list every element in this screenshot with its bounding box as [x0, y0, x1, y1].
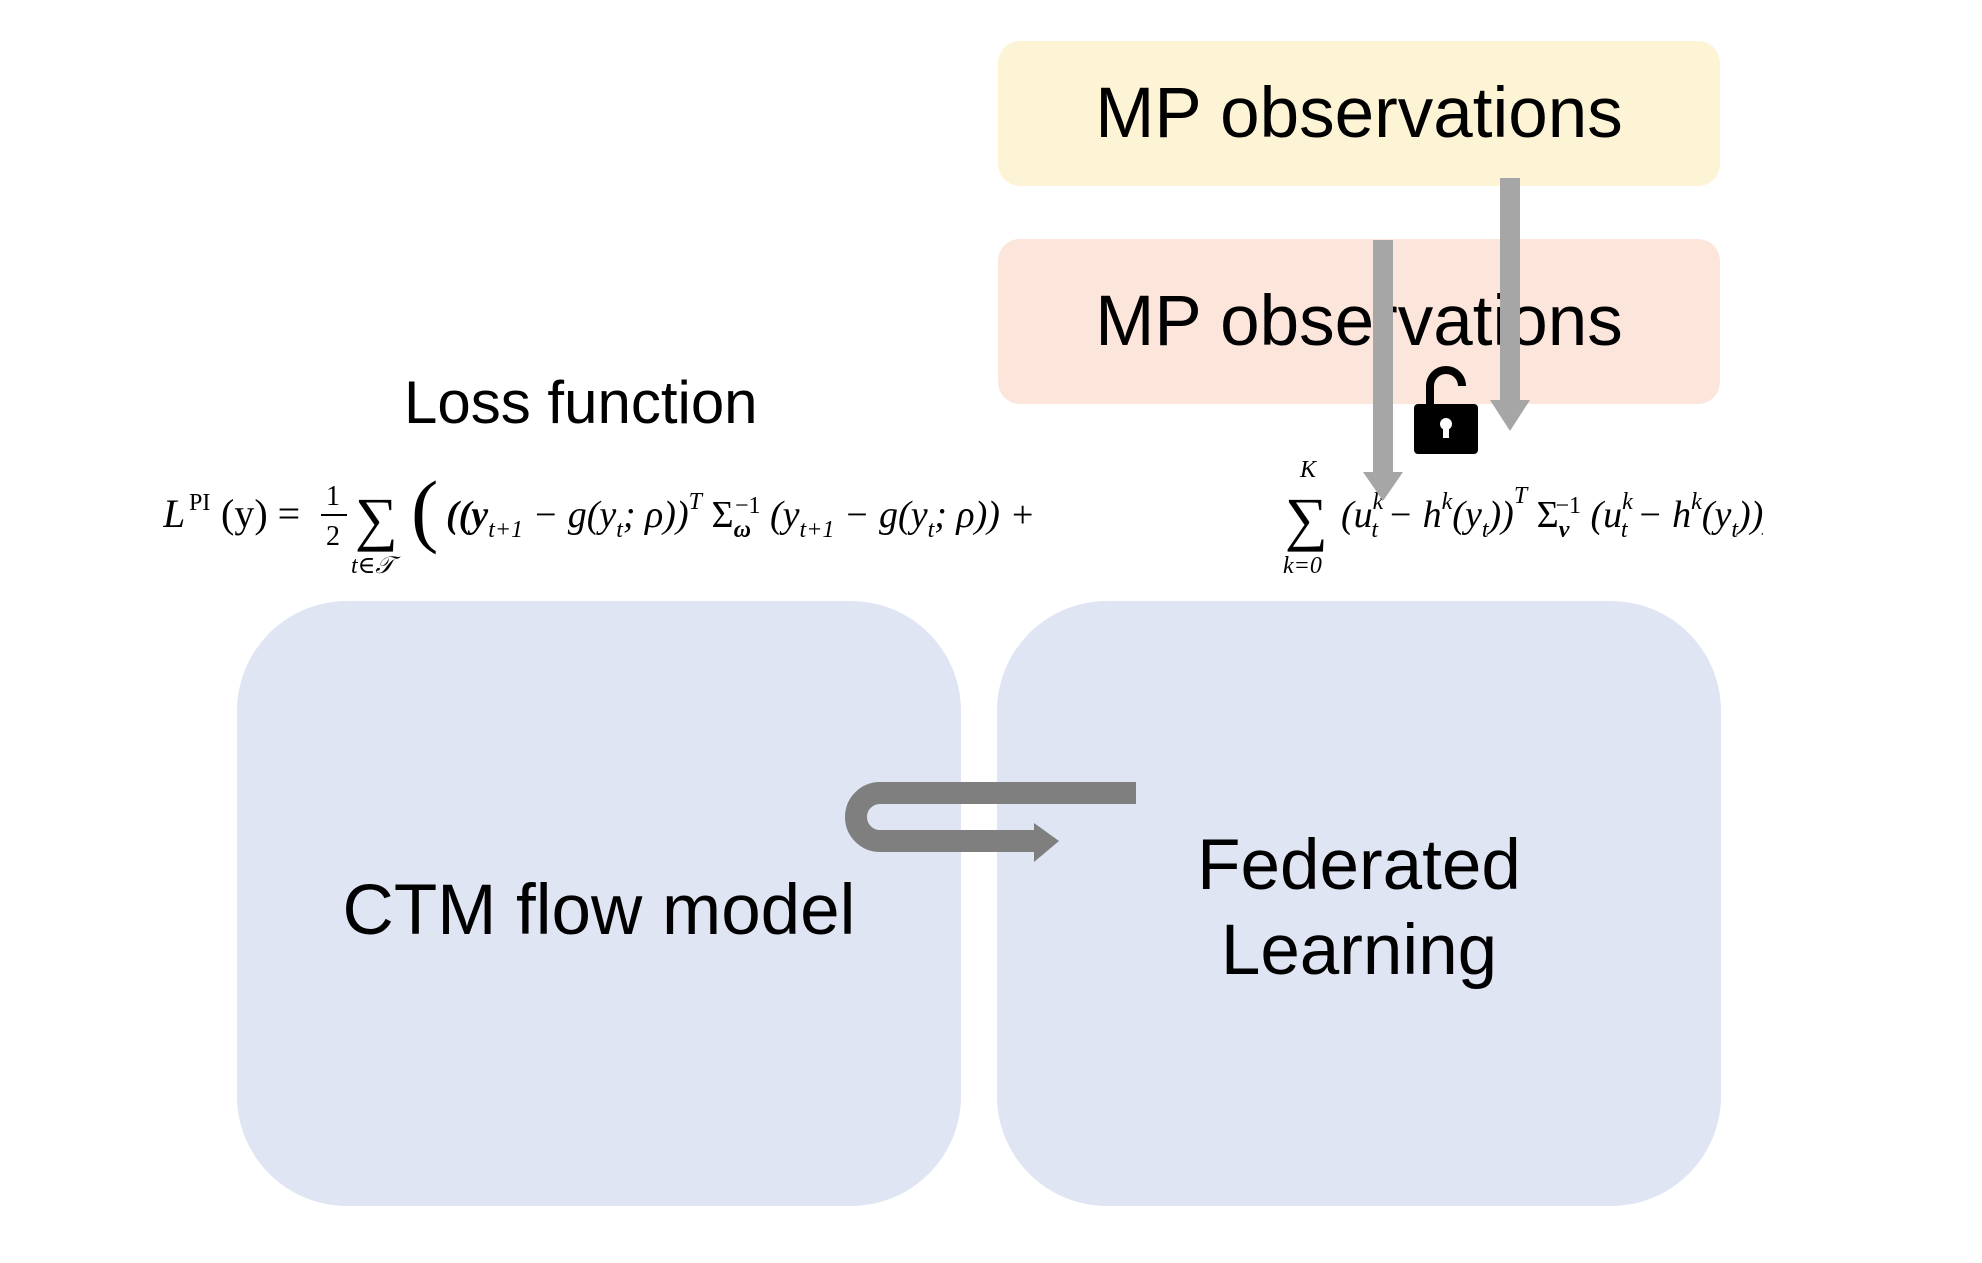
ctm-flow-model-label: CTM flow model — [342, 871, 856, 950]
formula-lhs-arg: (y) = — [221, 491, 300, 536]
down-arrow-right — [1490, 178, 1530, 431]
formula-sum1-sub: t∈𝒯 — [351, 553, 401, 579]
formula-lhs-sup: PI — [189, 490, 210, 516]
loop-arrow — [845, 782, 1136, 862]
federated-learning-card: Federated Learning — [997, 601, 1721, 1206]
formula-half-num: 1 — [326, 481, 340, 512]
formula-sum2-sub: k=0 — [1283, 553, 1322, 579]
formula-sum2: ∑ — [1285, 486, 1328, 552]
formula-sum2-top: K — [1299, 457, 1318, 483]
mp-observations-box-bottom: MP observations — [998, 239, 1720, 404]
loss-function-label: Loss function — [404, 369, 758, 436]
formula-lhs-l: L — [163, 491, 185, 536]
mp-observations-label-bottom: MP observations — [1095, 282, 1623, 361]
federated-learning-label: Federated Learning — [997, 823, 1721, 993]
formula-big-paren-open: ( — [411, 464, 438, 555]
formula-term1: ((yt+1 − g(yt; ρ))T Σω−1 (yt+1 − g(yt; ρ… — [446, 489, 1035, 543]
federated-learning-line2: Learning — [1220, 911, 1498, 991]
mp-observations-box-top: MP observations — [998, 41, 1720, 186]
formula-half-den: 2 — [326, 521, 340, 552]
loss-formula: L PI (y) = 1 2 ∑ t∈𝒯 ( ((yt+1 − g(yt; ρ)… — [163, 457, 1763, 579]
federated-learning-line1: Federated — [1197, 826, 1521, 905]
formula-sum1: ∑ — [355, 486, 398, 552]
down-arrow-left — [1363, 240, 1403, 501]
unlock-icon — [1414, 366, 1478, 454]
mp-observations-label-top: MP observations — [1095, 74, 1623, 153]
ctm-flow-model-card: CTM flow model — [237, 601, 961, 1206]
formula-term2-group: (ukt − hk(yt))T Σν−1 (ukt − hk(yt))) — [1341, 483, 1763, 543]
